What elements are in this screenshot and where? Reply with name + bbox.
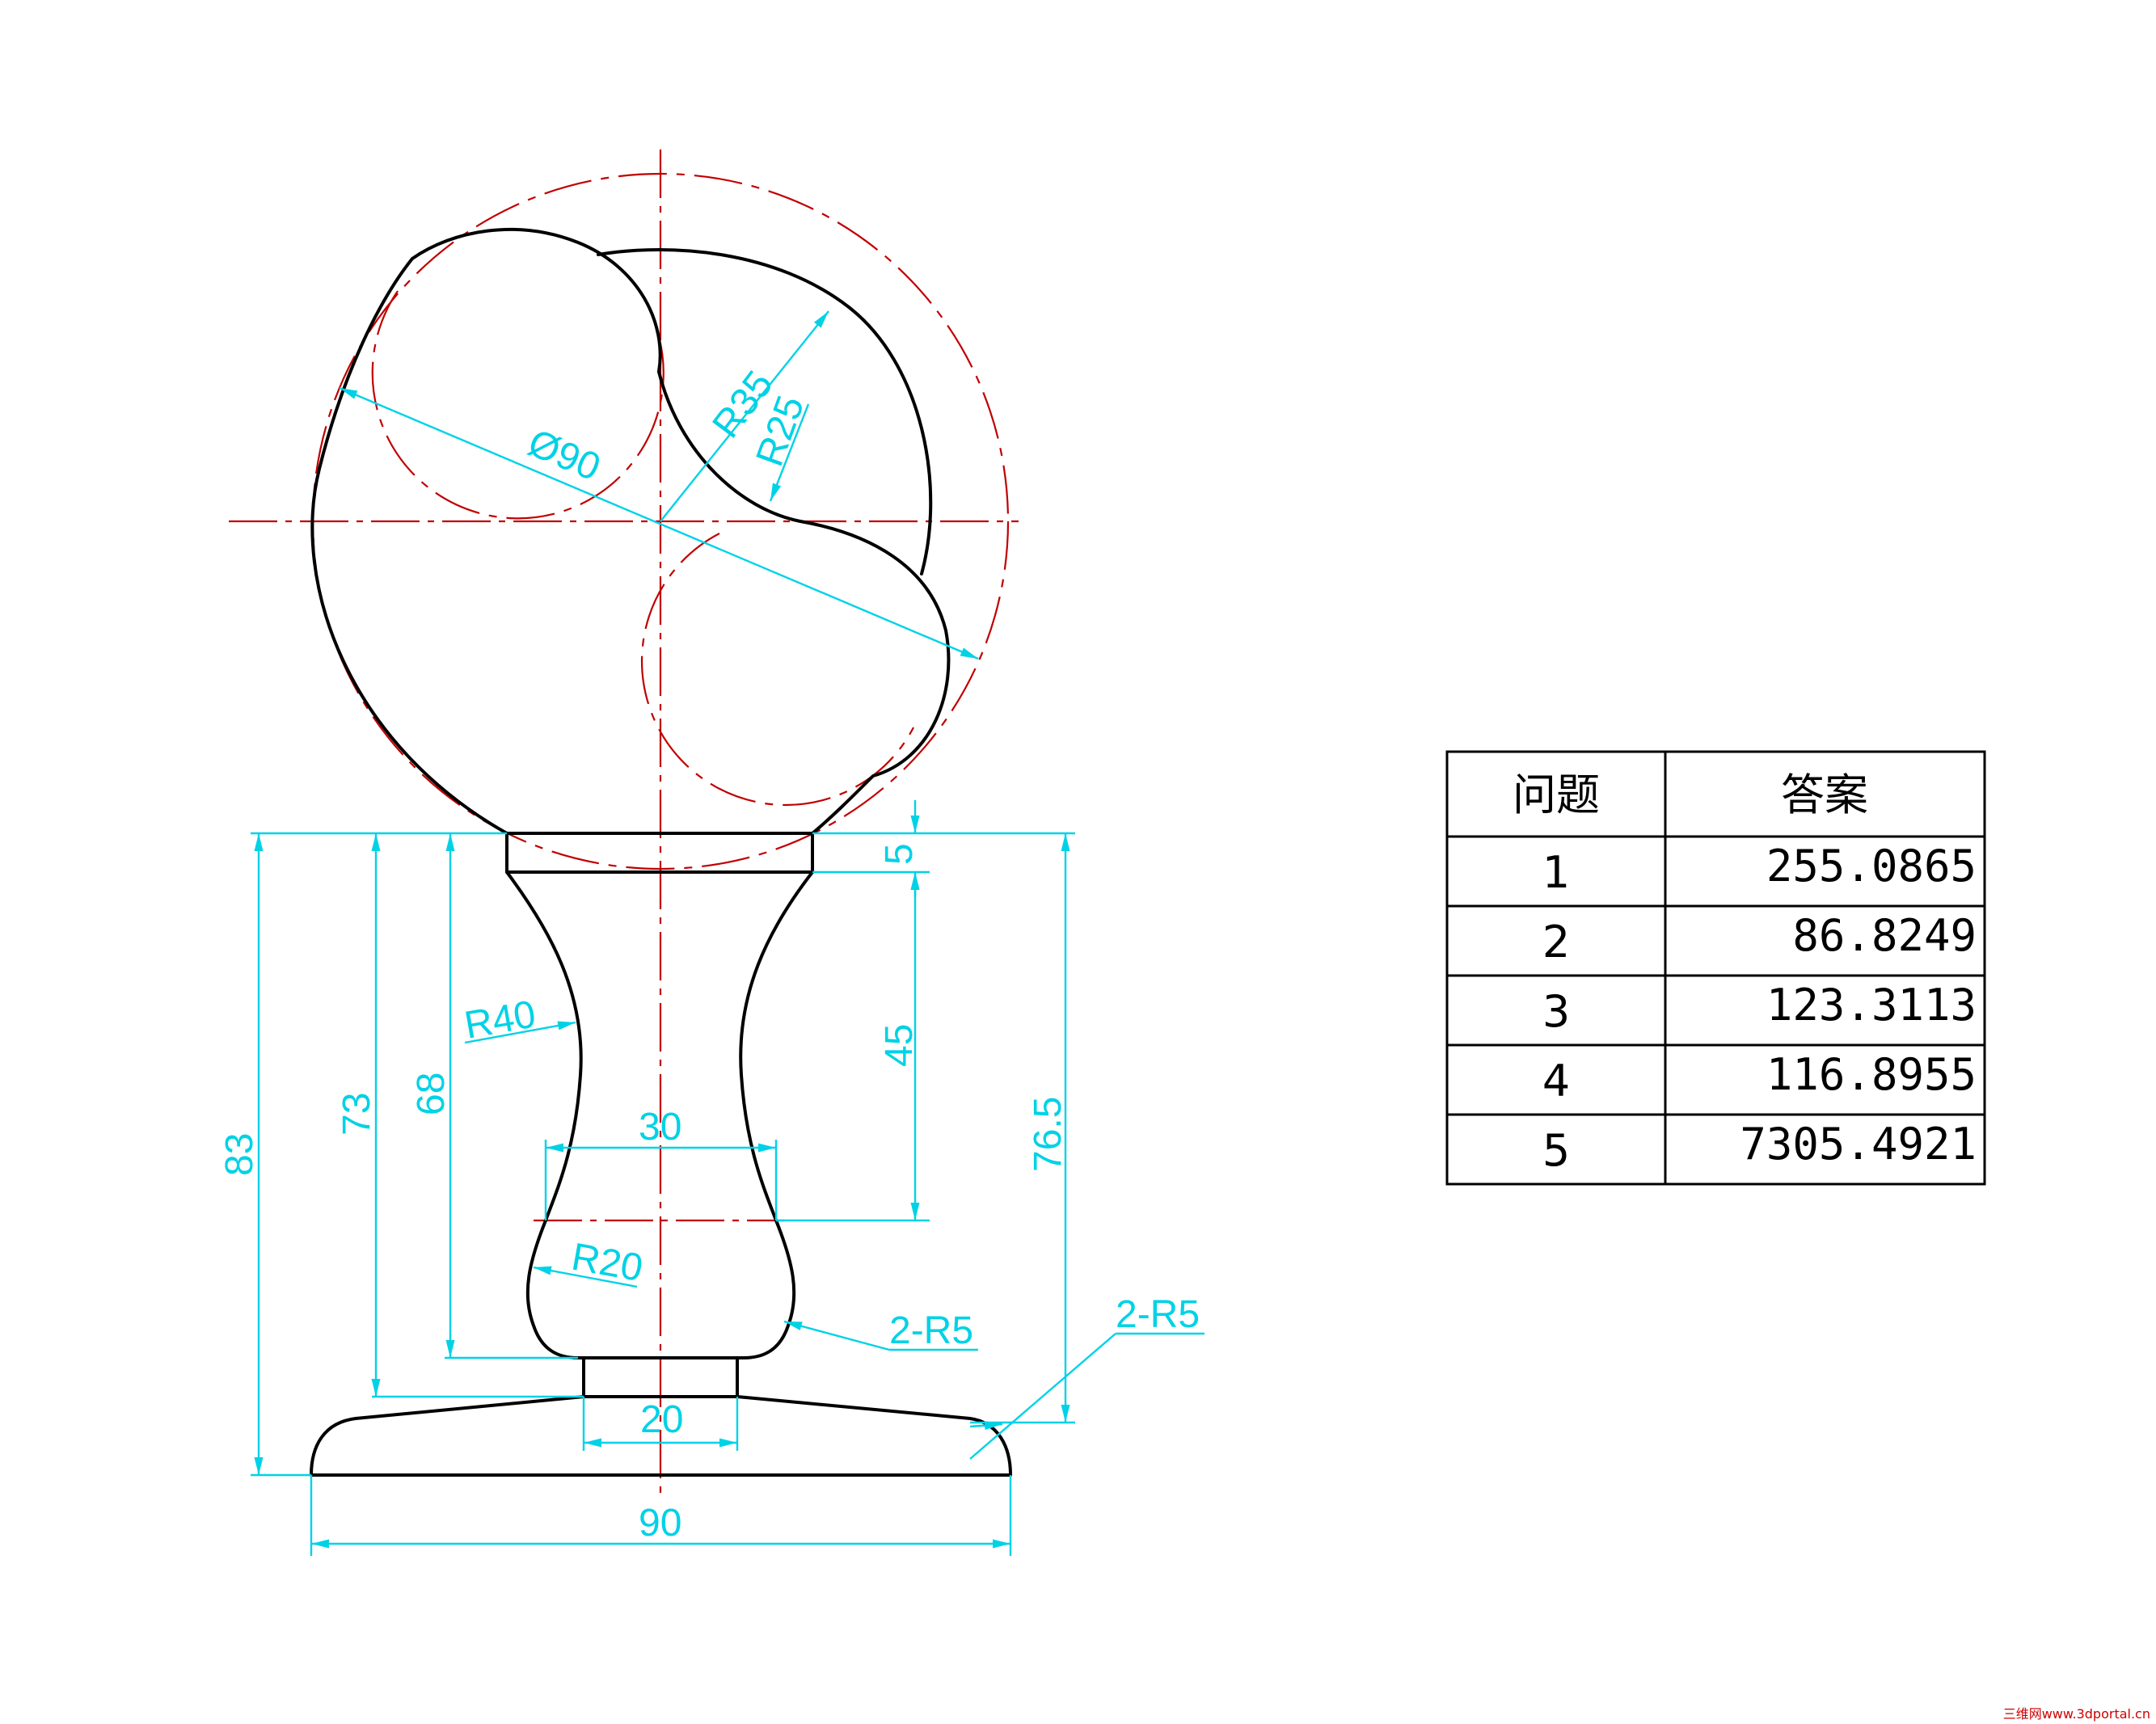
dim-ball-diameter-text: Ø90 bbox=[522, 421, 606, 489]
table-row-2-question: 2 bbox=[1542, 917, 1570, 967]
dim-r40-text: R40 bbox=[462, 993, 539, 1047]
table-row-1-question: 1 bbox=[1542, 847, 1570, 898]
dim-ball-diameter-line bbox=[339, 386, 979, 660]
neck-right bbox=[739, 870, 814, 1359]
post bbox=[582, 1356, 739, 1398]
centerlines bbox=[229, 150, 1019, 1495]
table-row-3-question: 3 bbox=[1542, 986, 1570, 1037]
table-header-question: 问题 bbox=[1513, 769, 1600, 820]
table-row-4-answer: 116.8955 bbox=[1766, 1049, 1977, 1100]
collar bbox=[505, 832, 814, 874]
dim-30-text: 30 bbox=[639, 1106, 681, 1149]
dim-fillet-b-text: 2-R5 bbox=[1116, 1293, 1200, 1336]
dim-73-text: 73 bbox=[335, 1093, 378, 1136]
dim-r40-leader bbox=[464, 1021, 576, 1044]
ball-s-curve-lower bbox=[799, 520, 951, 835]
dimensions: Ø90 R35 R25 83 73 68 5 45 bbox=[218, 310, 1205, 1556]
table-row-5-answer: 7305.4921 bbox=[1740, 1119, 1977, 1170]
table-row-3-answer: 123.3113 bbox=[1766, 980, 1977, 1031]
dim-68-text: 68 bbox=[410, 1073, 453, 1115]
dim-45-text: 45 bbox=[878, 1024, 921, 1067]
dim-r35-line bbox=[660, 310, 829, 522]
dim-20-text: 20 bbox=[640, 1398, 683, 1441]
ball-upper-lobe bbox=[411, 228, 662, 373]
answer-table: 问题 答案 1 255.0865 2 86.8249 3 123.3113 4 … bbox=[1445, 750, 1986, 1186]
table-row-4-question: 4 bbox=[1542, 1056, 1570, 1106]
object-outline bbox=[310, 228, 1012, 1477]
table-header-answer: 答案 bbox=[1781, 769, 1868, 820]
watermark: 三维网www.3dportal.cn bbox=[2003, 1706, 2150, 1722]
dim-90-text: 90 bbox=[639, 1502, 681, 1545]
neck-left bbox=[505, 870, 583, 1359]
table-row-1-answer: 255.0865 bbox=[1766, 841, 1977, 892]
dim-76-5-text: 76.5 bbox=[1027, 1097, 1070, 1172]
dim-r25-line bbox=[769, 403, 810, 502]
dim-fillet-a-text: 2-R5 bbox=[889, 1309, 973, 1352]
dim-5-text: 5 bbox=[878, 843, 921, 865]
table-row-5-question: 5 bbox=[1542, 1125, 1570, 1176]
dim-r20-leader bbox=[533, 1266, 638, 1288]
dim-83-text: 83 bbox=[218, 1133, 261, 1176]
ball-outer-arc bbox=[310, 257, 508, 835]
dim-r20-text: R20 bbox=[568, 1236, 646, 1290]
table-row-2-answer: 86.8249 bbox=[1792, 910, 1977, 961]
phantom-upper-left-arc bbox=[371, 290, 665, 520]
